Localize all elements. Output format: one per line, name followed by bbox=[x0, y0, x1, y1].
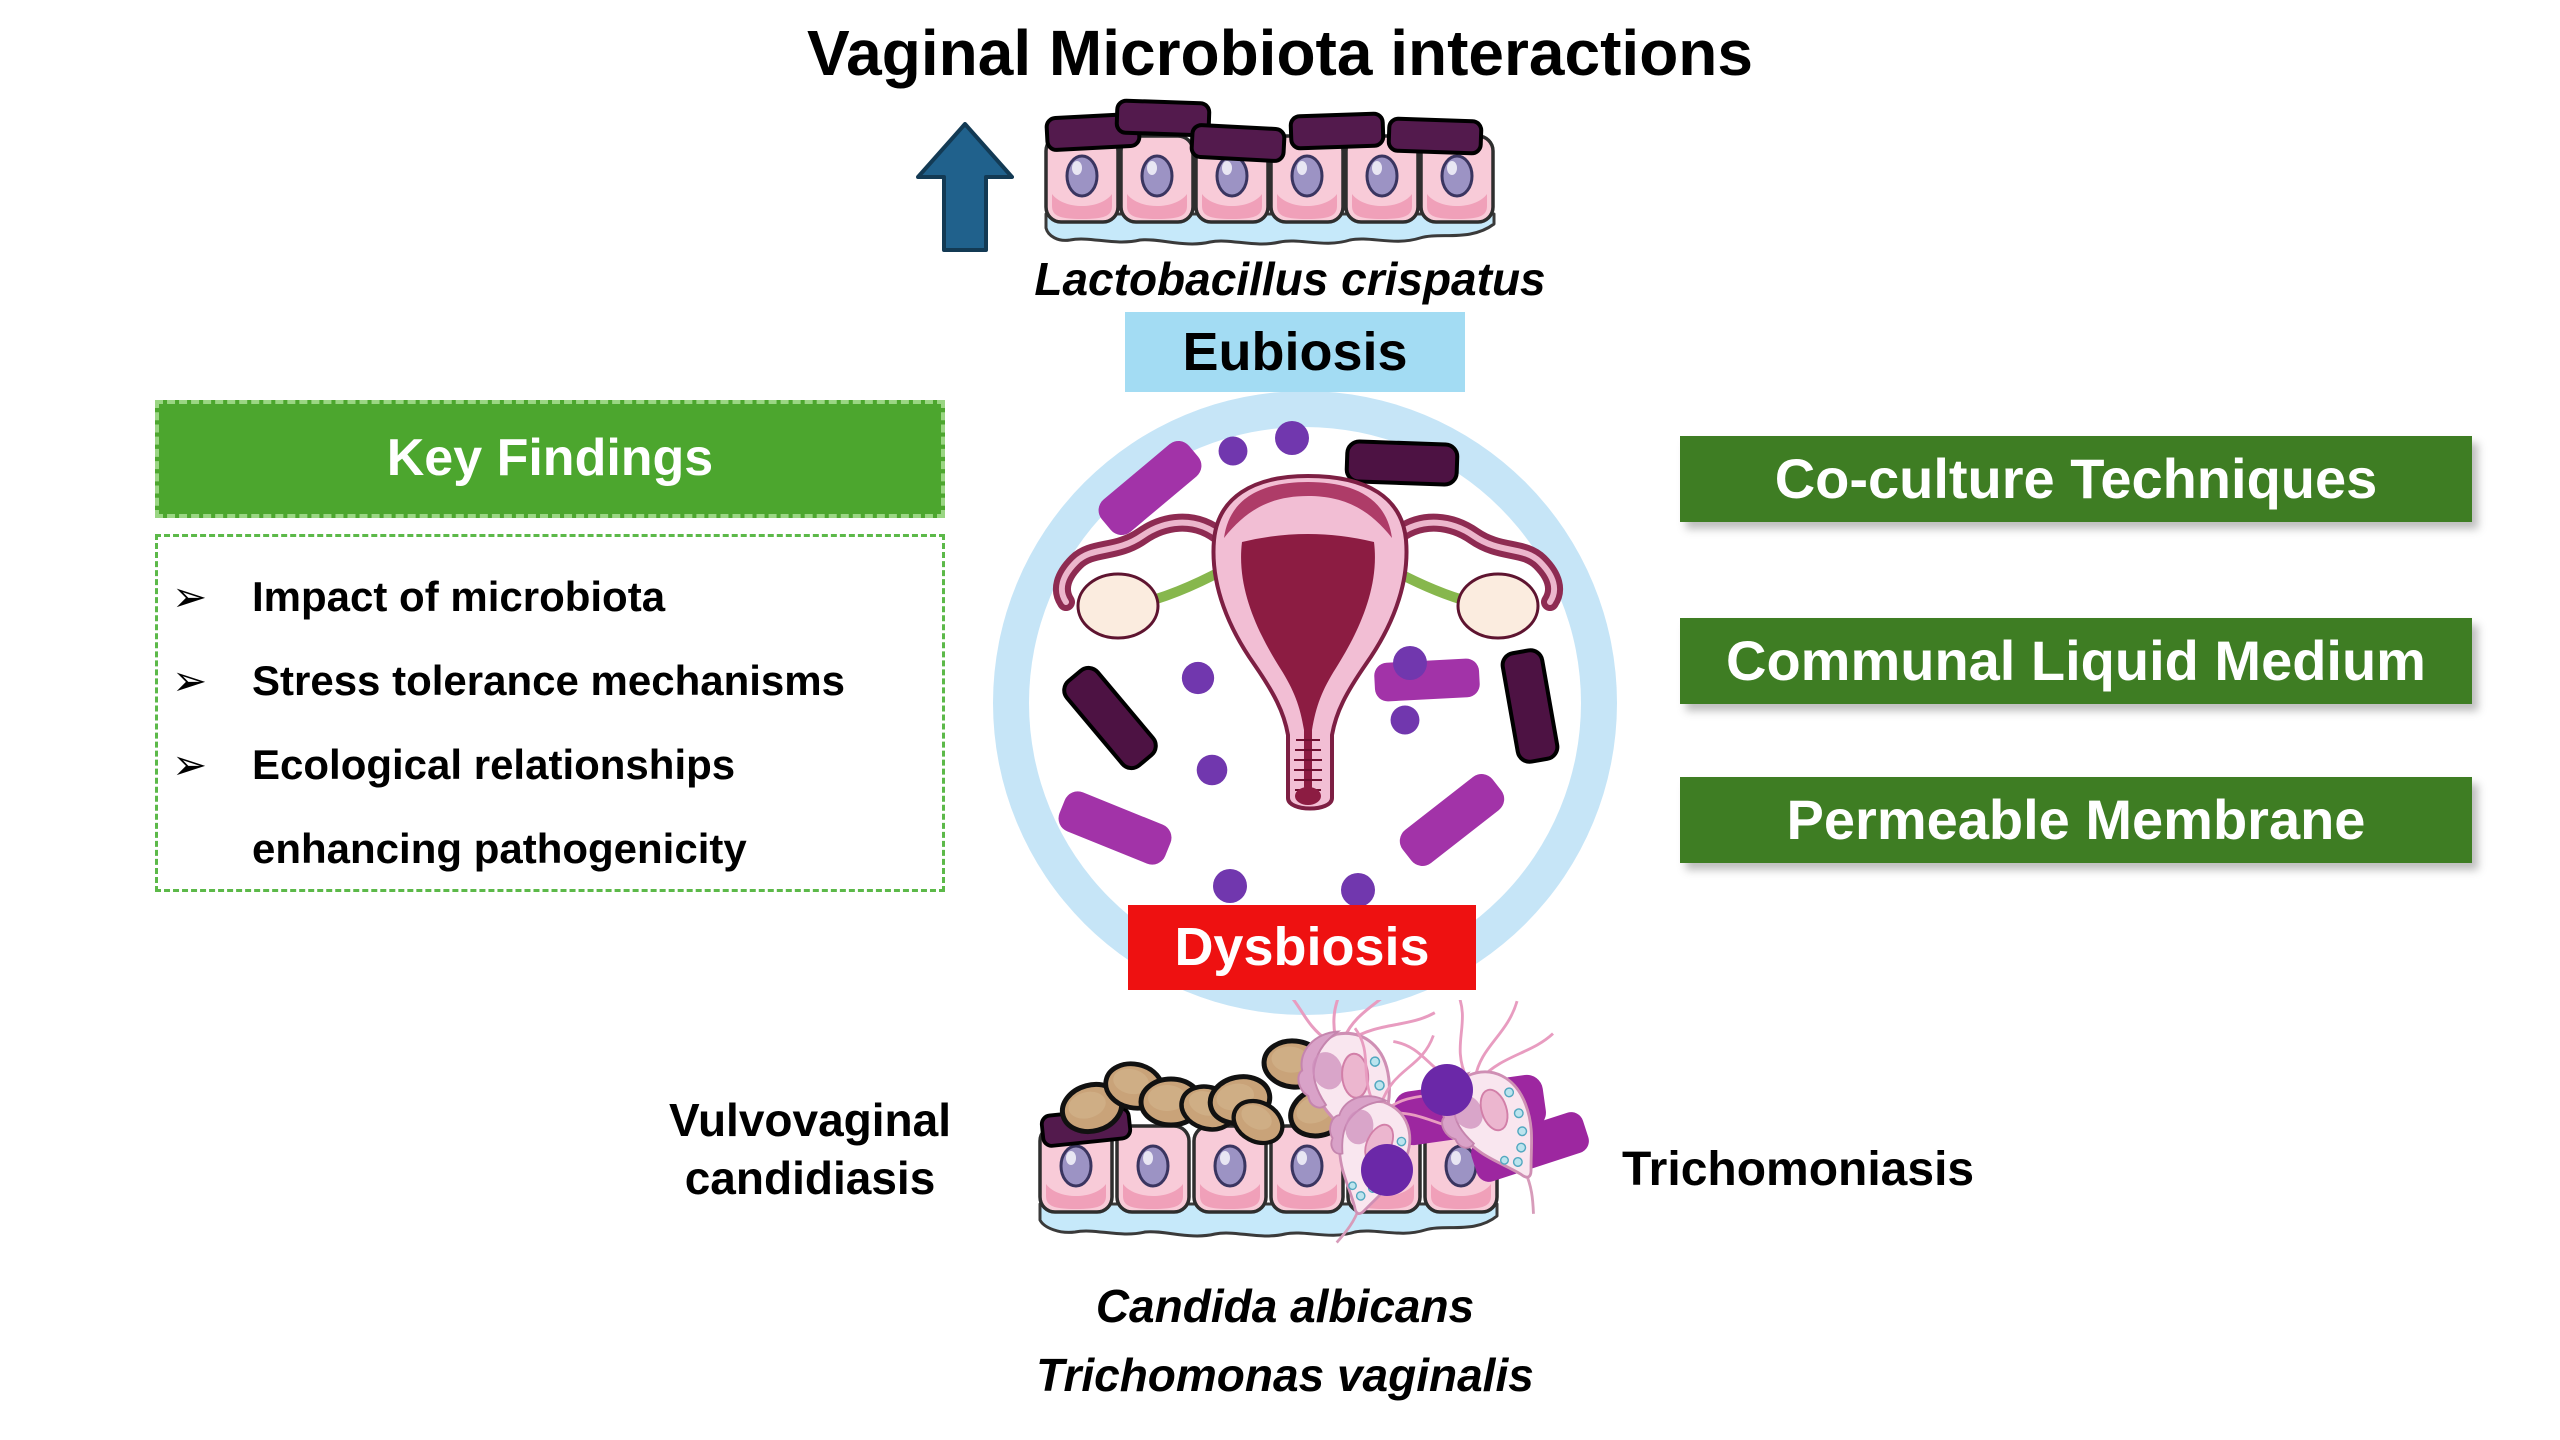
uterus-microbiota-svg bbox=[993, 391, 1617, 1015]
key-finding-text: Ecological relationships enhancing patho… bbox=[252, 741, 747, 872]
key-finding-item: ➢ Ecological relationships enhancing path… bbox=[172, 723, 928, 891]
method-box-coculture: Co-culture Techniques bbox=[1680, 436, 2472, 522]
vulvovaginal-candidiasis-label: Vulvovaginal candidiasis bbox=[668, 1094, 952, 1204]
page-title: Vaginal Microbiota interactions bbox=[807, 17, 1753, 89]
key-finding-text: Impact of microbiota bbox=[252, 573, 666, 620]
epithelium-lactobacillus-svg bbox=[1040, 98, 1496, 246]
dysbiosis-label: Dysbiosis bbox=[1128, 905, 1476, 990]
key-findings-header: Key Findings bbox=[155, 400, 945, 518]
up-arrow-shape bbox=[916, 122, 1014, 252]
uterine-cavity bbox=[1241, 534, 1375, 795]
ovary-right bbox=[1456, 572, 1540, 640]
fundus-band bbox=[1224, 482, 1392, 538]
epithelium-pathogens-illustration bbox=[1030, 1000, 1590, 1245]
uterus bbox=[1052, 474, 1564, 811]
key-finding-item: ➢ Stress tolerance mechanisms bbox=[172, 639, 928, 723]
candida-albicans-text: Candida albicans bbox=[1095, 1280, 1475, 1332]
method-box-permeable-membrane: Permeable Membrane bbox=[1680, 777, 2472, 863]
arrow-bullet-icon: ➢ bbox=[172, 573, 208, 620]
trichomoniasis-label: Trichomoniasis bbox=[1622, 1143, 1975, 1196]
method-box-liquid-medium: Communal Liquid Medium bbox=[1680, 618, 2472, 704]
eubiosis-label: Eubiosis bbox=[1125, 312, 1465, 392]
ovary-left bbox=[1076, 572, 1160, 640]
key-finding-item: ➢ Impact of microbiota bbox=[172, 555, 928, 639]
key-finding-text: Stress tolerance mechanisms bbox=[252, 657, 845, 704]
bacteria-dots bbox=[1361, 1064, 1473, 1196]
arrow-bullet-icon: ➢ bbox=[172, 657, 208, 704]
up-arrow-icon bbox=[916, 122, 1014, 252]
arrow-bullet-icon: ➢ bbox=[172, 741, 208, 788]
epithelium-lactobacillus-illustration bbox=[1040, 98, 1500, 248]
species-label-bottom: Candida albicans Trichomonas vaginalis bbox=[1005, 1272, 1565, 1410]
trichomonas-vaginalis-text: Trichomonas vaginalis bbox=[1036, 1349, 1534, 1401]
uterus-microbiota-illustration bbox=[990, 388, 1620, 1018]
key-findings-list: ➢ Impact of microbiota ➢ Stress tolerance … bbox=[155, 534, 945, 892]
epithelium-pathogens-svg bbox=[1038, 1000, 1590, 1245]
species-label-top: Lactobacillus crispatus bbox=[1034, 253, 1546, 305]
up-arrow-svg bbox=[916, 122, 1014, 252]
